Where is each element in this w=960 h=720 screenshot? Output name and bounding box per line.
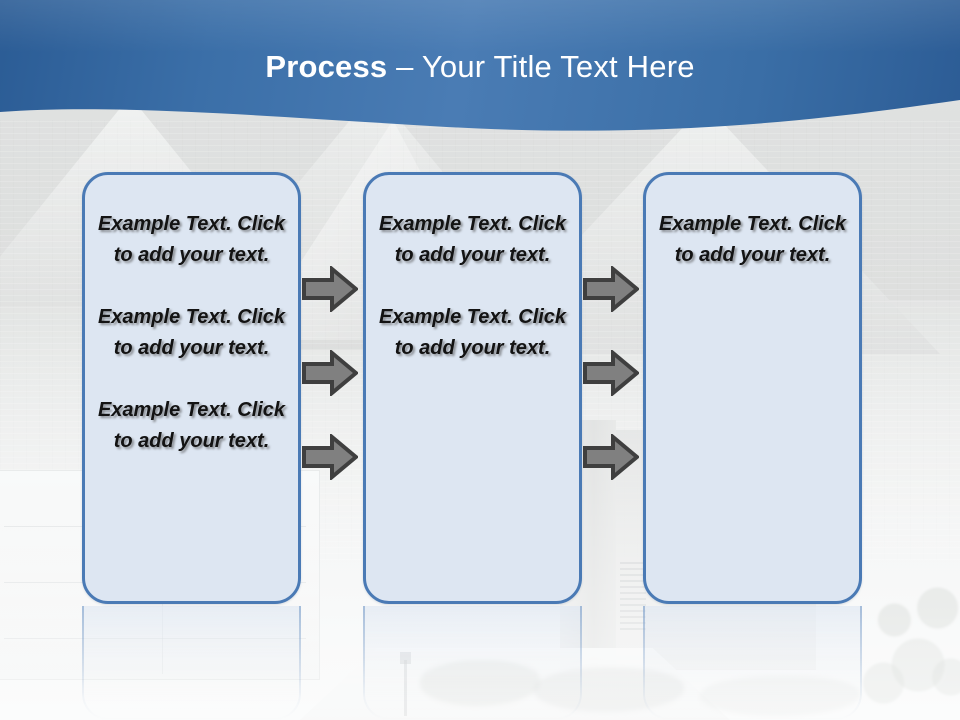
box-reflection-3 bbox=[643, 606, 862, 720]
box-reflection-1 bbox=[82, 606, 301, 720]
page-title-bold: Process bbox=[265, 49, 388, 84]
process-text-block[interactable]: Example Text. Click to add your text. bbox=[97, 399, 286, 452]
right-arrow-icon[interactable] bbox=[583, 434, 639, 480]
process-box-3[interactable]: Example Text. Click to add your text. bbox=[643, 172, 862, 604]
page-title: Process – Your Title Text Here bbox=[0, 48, 960, 86]
process-text-block[interactable]: Example Text. Click to add your text. bbox=[378, 213, 567, 266]
right-arrow-icon[interactable] bbox=[583, 266, 639, 312]
process-box-1[interactable]: Example Text. Click to add your text. Ex… bbox=[82, 172, 301, 604]
box-reflection-2 bbox=[363, 606, 582, 720]
right-arrow-icon[interactable] bbox=[302, 434, 358, 480]
process-text-block[interactable]: Example Text. Click to add your text. bbox=[97, 213, 286, 266]
process-text-block[interactable]: Example Text. Click to add your text. bbox=[378, 306, 567, 359]
process-text-block[interactable]: Example Text. Click to add your text. bbox=[97, 306, 286, 359]
page-title-rest: – Your Title Text Here bbox=[387, 49, 695, 84]
right-arrow-icon[interactable] bbox=[583, 350, 639, 396]
right-arrow-icon[interactable] bbox=[302, 266, 358, 312]
process-box-2-content: Example Text. Click to add your text. Ex… bbox=[376, 209, 569, 364]
process-box-1-content: Example Text. Click to add your text. Ex… bbox=[95, 209, 288, 457]
right-arrow-icon[interactable] bbox=[302, 350, 358, 396]
process-box-2[interactable]: Example Text. Click to add your text. Ex… bbox=[363, 172, 582, 604]
process-box-3-content: Example Text. Click to add your text. bbox=[656, 209, 849, 271]
process-text-block[interactable]: Example Text. Click to add your text. bbox=[658, 213, 847, 266]
